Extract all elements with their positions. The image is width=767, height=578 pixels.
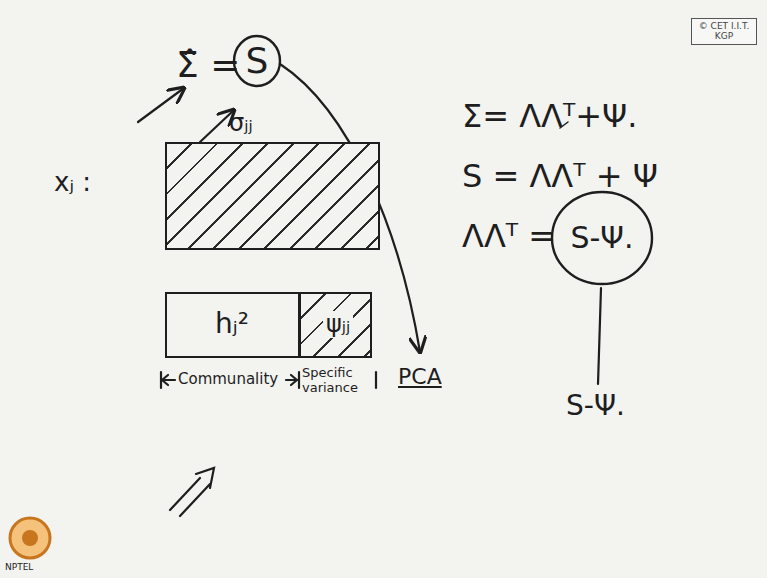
node-text: S (246, 40, 269, 81)
equation: Σ= ΛΛᵀ+Ψ. (462, 98, 637, 135)
double-arrow (170, 468, 214, 516)
circle-outline (552, 192, 652, 284)
span-arrow (375, 372, 377, 388)
specific-variance-part: ψⱼⱼ (299, 292, 372, 358)
span-label: Specific variance (302, 366, 376, 396)
pointer-arrow (138, 88, 184, 122)
span-label: Communality (178, 371, 278, 388)
node-text: hⱼ² (215, 308, 249, 340)
circle-outline (234, 36, 280, 86)
equation-term: Σ̂ = (176, 44, 240, 85)
node-text: S-Ψ. (570, 221, 633, 256)
method-label: PCA (398, 364, 442, 389)
watermark: NPTEL (5, 562, 33, 572)
variance-bar: σⱼⱼ (165, 142, 380, 250)
equation-term: ΛΛᵀ = (462, 218, 555, 255)
circled-term: S-Ψ. (550, 190, 654, 286)
nptel-logo (10, 518, 50, 558)
equation: S = ΛΛᵀ + Ψ (462, 158, 658, 195)
communality-part: hⱼ² (165, 292, 300, 358)
span-arrow (161, 372, 175, 388)
leader-line (598, 288, 601, 384)
variable-label: xⱼ : (54, 168, 91, 198)
bar-heading: σⱼⱼ (229, 110, 253, 138)
watermark: © CET I.I.T. KGP (691, 18, 757, 45)
equation-term: S-Ψ. (566, 390, 625, 422)
pointer-arrow (200, 110, 234, 142)
span-arrow (286, 372, 299, 388)
node-text: ψⱼⱼ (323, 311, 353, 339)
